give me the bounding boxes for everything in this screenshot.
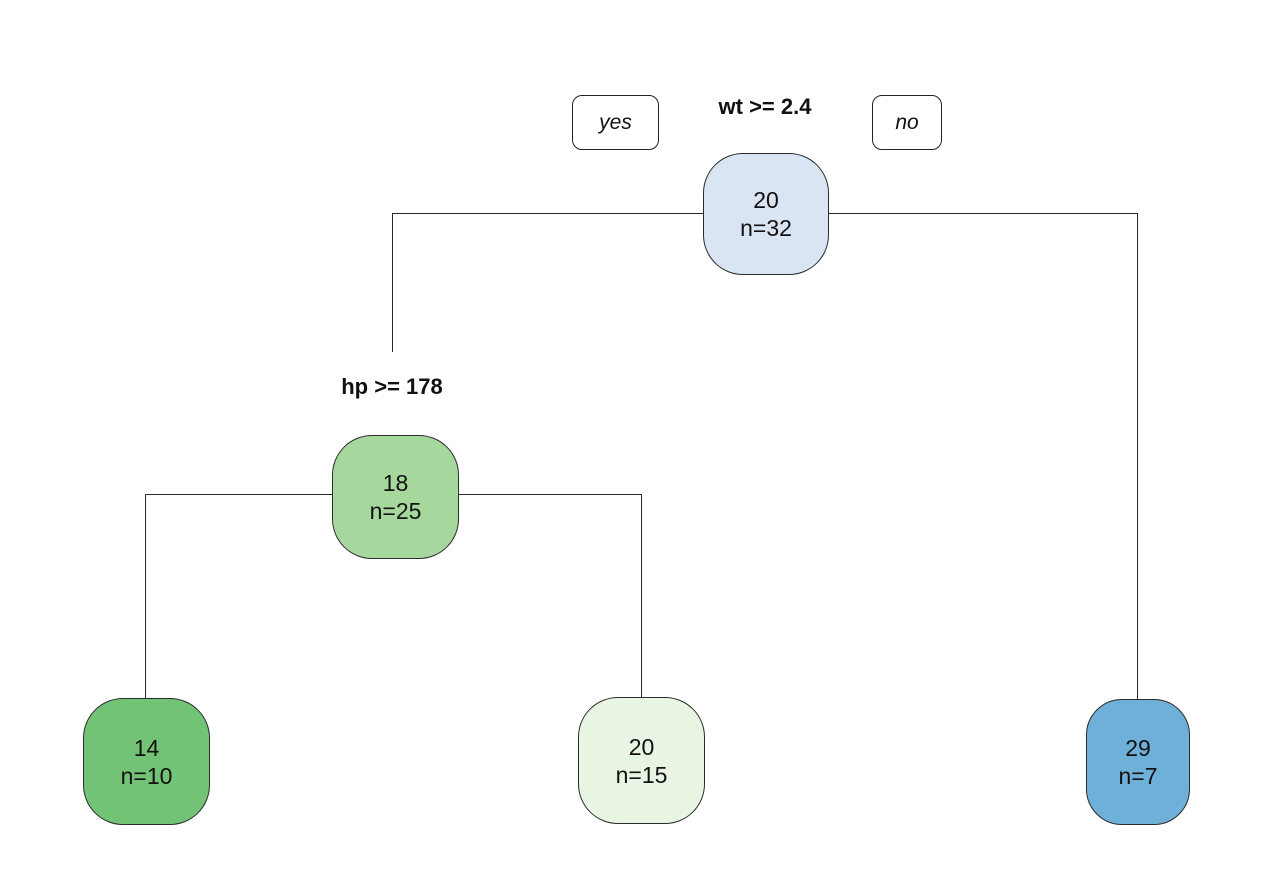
tree-node-leaf-middle: 20 n=15 — [578, 697, 705, 824]
branch-line-internal-to-middle-leaf — [641, 494, 642, 698]
node-value: 14 — [133, 734, 160, 761]
node-count: n=32 — [740, 215, 792, 241]
node-count: n=15 — [615, 761, 668, 788]
node-count: n=7 — [1118, 763, 1158, 789]
tree-node-root: 20 n=32 — [703, 153, 829, 275]
tree-node-leaf-left: 14 n=10 — [83, 698, 210, 825]
split-label-internal: hp >= 178 — [341, 374, 443, 399]
branch-line-root-to-right-leaf — [1137, 213, 1138, 699]
branch-line-root-to-left — [392, 213, 393, 352]
node-value: 20 — [753, 187, 779, 213]
no-branch-badge: no — [872, 95, 942, 150]
node-value: 20 — [628, 733, 655, 760]
node-count: n=10 — [120, 762, 173, 789]
node-value: 18 — [382, 470, 409, 496]
no-branch-label: no — [895, 110, 919, 134]
branch-line-internal-to-left-leaf — [145, 494, 146, 699]
node-value: 29 — [1125, 735, 1151, 761]
split-label-root: wt >= 2.4 — [718, 94, 812, 119]
tree-node-leaf-right: 29 n=7 — [1086, 699, 1190, 825]
tree-node-internal-left: 18 n=25 — [332, 435, 459, 559]
yes-branch-badge: yes — [572, 95, 659, 150]
node-count: n=25 — [369, 498, 422, 524]
yes-branch-label: yes — [599, 110, 632, 134]
